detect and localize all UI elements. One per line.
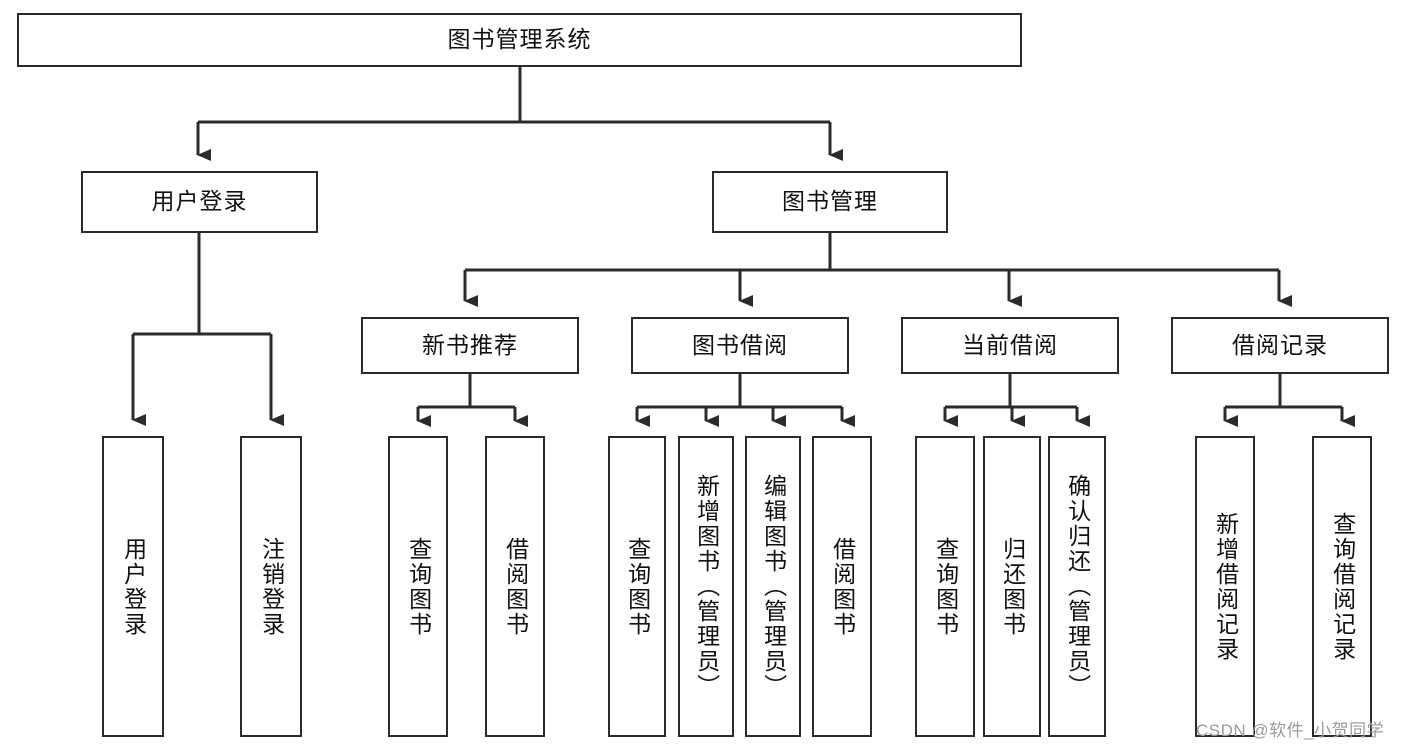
leaf-return-book-label: 归还图书 (999, 536, 1026, 637)
leaf-user-login-label: 用户登录 (120, 536, 147, 637)
node-new-book-recommend-label: 新书推荐 (422, 331, 518, 358)
node-current-borrow[interactable]: 当前借阅 (901, 317, 1119, 374)
node-user-login[interactable]: 用户登录 (81, 171, 318, 233)
leaf-borrow-book-label: 借阅图书 (829, 536, 856, 637)
node-new-book-recommend[interactable]: 新书推荐 (361, 317, 579, 374)
leaf-edit-book-admin-label: 编辑图书（管理员） (760, 474, 787, 699)
leaf-logout-login-label: 注销登录 (258, 536, 285, 637)
node-root[interactable]: 图书管理系统 (17, 13, 1022, 67)
leaf-query-book-current-label: 查询图书 (932, 536, 959, 637)
leaf-query-borrow-record-label: 查询借阅记录 (1329, 511, 1356, 662)
leaf-query-book-borrow-label: 查询图书 (624, 536, 651, 637)
csdn-watermark: CSDN @软件_小贺同学 (1196, 721, 1385, 740)
leaf-borrow-book-recommend[interactable]: 借阅图书 (485, 436, 545, 737)
leaf-edit-book-admin[interactable]: 编辑图书（管理员） (745, 436, 801, 737)
leaf-confirm-return-admin[interactable]: 确认归还（管理员） (1048, 436, 1106, 737)
leaf-borrow-book[interactable]: 借阅图书 (812, 436, 872, 737)
node-borrow-record[interactable]: 借阅记录 (1171, 317, 1389, 374)
node-current-borrow-label: 当前借阅 (962, 331, 1058, 358)
leaf-query-borrow-record[interactable]: 查询借阅记录 (1312, 436, 1372, 737)
leaf-confirm-return-admin-label: 确认归还（管理员） (1064, 474, 1091, 699)
leaf-query-book-recommend-label: 查询图书 (405, 536, 432, 637)
leaf-query-book-current[interactable]: 查询图书 (915, 436, 975, 737)
node-book-management[interactable]: 图书管理 (712, 171, 948, 233)
leaf-query-book-borrow[interactable]: 查询图书 (608, 436, 666, 737)
leaf-query-book-recommend[interactable]: 查询图书 (388, 436, 448, 737)
leaf-logout-login[interactable]: 注销登录 (240, 436, 302, 737)
leaf-borrow-book-recommend-label: 借阅图书 (502, 536, 529, 637)
node-user-login-label: 用户登录 (151, 188, 248, 215)
leaf-add-book-admin[interactable]: 新增图书（管理员） (678, 436, 734, 737)
leaf-add-borrow-record[interactable]: 新增借阅记录 (1195, 436, 1255, 737)
leaf-user-login[interactable]: 用户登录 (102, 436, 164, 737)
node-root-label: 图书管理系统 (447, 26, 592, 53)
node-book-borrow-label: 图书借阅 (692, 331, 788, 358)
leaf-add-book-admin-label: 新增图书（管理员） (693, 474, 720, 699)
leaf-return-book[interactable]: 归还图书 (983, 436, 1041, 737)
node-book-borrow[interactable]: 图书借阅 (631, 317, 849, 374)
node-book-management-label: 图书管理 (782, 188, 878, 215)
leaf-add-borrow-record-label: 新增借阅记录 (1212, 511, 1239, 662)
node-borrow-record-label: 借阅记录 (1232, 331, 1328, 358)
